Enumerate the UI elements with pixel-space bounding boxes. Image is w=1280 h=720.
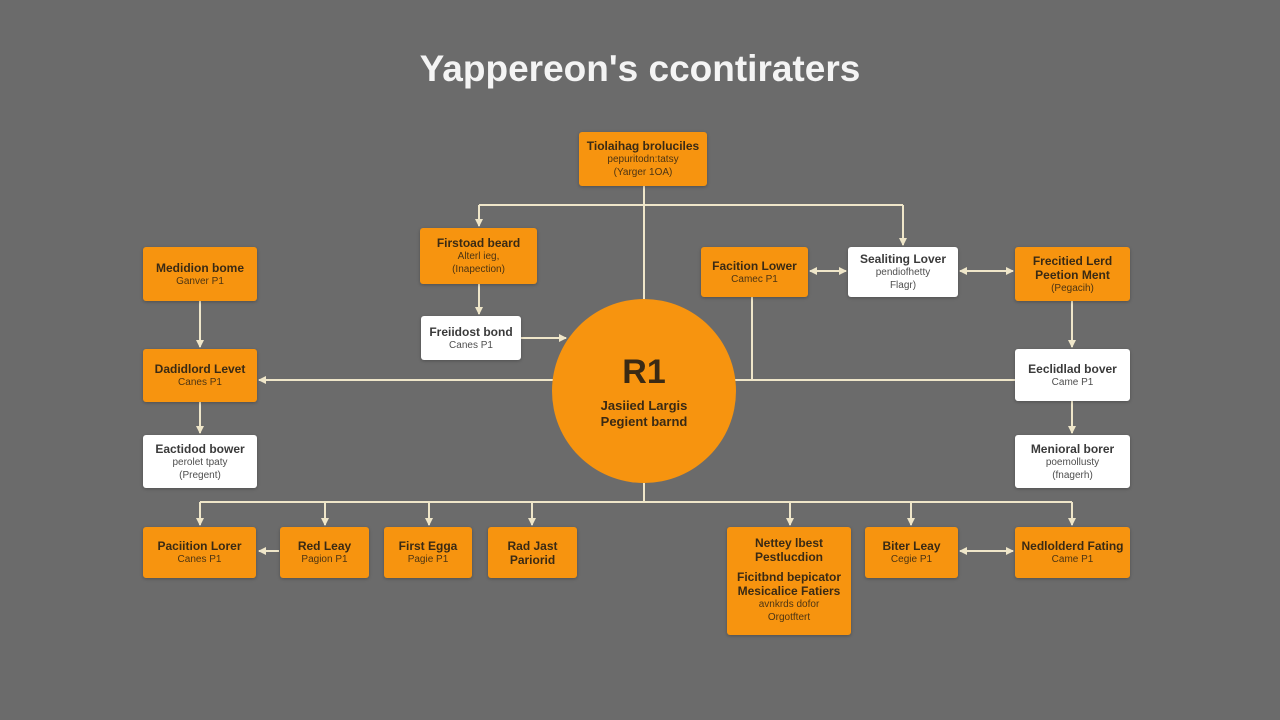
node-bottom-2[interactable]: Red Leay Pagion P1 [280,527,369,578]
node-title: Sealiting Lover [859,252,947,266]
node-subtitle: (Pegacih) [1051,282,1094,294]
center-line: Pegient barnd [600,413,688,429]
node-title: Firstoad beard [436,236,521,250]
node-left-1[interactable]: Medidion bome Ganver P1 [143,247,257,301]
node-subtitle: poemollusty [1045,456,1100,468]
node-subtitle: Came P1 [1051,376,1094,388]
node-subtitle: Canes P1 [178,377,222,388]
node-detail: avnkrds dofor [758,599,820,610]
diagram-title: Yappereon's ccontiraters [419,48,861,89]
node-right-d[interactable]: Eeclidlad bover Came P1 [1015,349,1130,401]
node-left-2[interactable]: Dadidlord Levet Canes P1 [143,349,257,402]
node-subtitle: pepuritodn:tatsy [607,154,679,165]
node-subtitle: Flagr) [889,280,917,291]
node-title: Eactidod bower [155,441,245,456]
node-left-3[interactable]: Eactidod bower perolet tpaty (Pregent) [143,435,257,488]
node-title: Nedlolderd Fating [1021,539,1124,553]
node-title: Eeclidlad bover [1028,361,1117,376]
node-bottom-1[interactable]: Paciition Lorer Canes P1 [143,527,256,578]
node-title: Menioral borer [1030,441,1115,456]
central-node-r1[interactable]: R1 Jasiied Largis Pegient barnd [552,299,736,483]
node-detail: Orgotftert [767,612,811,623]
node-title: Dadidlord Levet [154,362,246,376]
node-subtitle: Alterl ieg, [457,251,500,262]
center-label: R1 [622,352,666,391]
node-subtitle: Came P1 [1051,554,1094,565]
node-bottom-5[interactable]: Nettey lbest Pestlucdion Ficitbnd bepica… [727,527,851,635]
node-right-c[interactable]: Frecitied Lerd Peetion Ment (Pegacih) [1015,247,1130,301]
node-subtitle: Camec P1 [731,273,778,285]
node-top[interactable]: Tiolaihag broluciles pepuritodn:tatsy (Y… [579,132,707,186]
node-subtitle: Pagie P1 [407,554,449,565]
node-subtitle: Pagion P1 [301,554,348,565]
node-title: Freiidost bond [429,324,513,339]
node-subtitle: Ganver P1 [176,275,224,287]
node-bottom-6[interactable]: Biter Leay Cegie P1 [865,527,958,578]
node-subtitle: perolet tpaty [172,456,228,468]
node-bottom-3[interactable]: First Egga Pagie P1 [384,527,472,578]
node-subtitle: pendiofhetty [875,267,931,278]
node-title: Medidion bome [156,260,244,275]
node-subtitle: Canes P1 [449,339,493,351]
node-right-b[interactable]: Sealiting Lover pendiofhetty Flagr) [848,247,958,297]
node-bottom-4[interactable]: Rad Jast Pariorid [488,527,577,578]
node-right-e[interactable]: Menioral borer poemollusty (fnagerh) [1015,435,1130,488]
node-title: Pestlucdion [754,550,823,564]
node-subtitle: Cegie P1 [890,554,933,565]
node-bottom-7[interactable]: Nedlolderd Fating Came P1 [1015,527,1130,578]
node-subtitle: (Yarger 1OA) [613,167,673,178]
node-title: Frecitied Lerd [1032,253,1113,268]
node-detail: Ficitbnd bepicator [736,570,841,584]
center-line: Jasiied Largis [600,397,688,413]
node-upper-left-child[interactable]: Freiidost bond Canes P1 [421,316,521,360]
node-detail: Mesicalice Fatiers [737,584,841,598]
node-title: Red Leay [297,539,352,553]
node-right-a[interactable]: Facition Lower Camec P1 [701,247,808,297]
node-title: Peetion Ment [1035,267,1110,282]
node-title: Rad Jast [507,538,558,553]
node-title: First Egga [398,539,458,553]
node-subtitle: (Pregent) [179,469,221,481]
node-title: Facition Lower [712,258,797,273]
node-title: Pariorid [509,552,556,567]
node-subtitle: (Inapection) [452,264,505,275]
node-title: Biter Leay [882,539,941,553]
node-subtitle: (fnagerh) [1052,469,1093,481]
node-title: Tiolaihag broluciles [586,139,700,153]
node-subtitle: Canes P1 [177,554,222,565]
node-title: Nettey lbest [754,536,824,550]
node-upper-left[interactable]: Firstoad beard Alterl ieg, (Inapection) [420,228,537,284]
node-title: Paciition Lorer [157,539,242,553]
